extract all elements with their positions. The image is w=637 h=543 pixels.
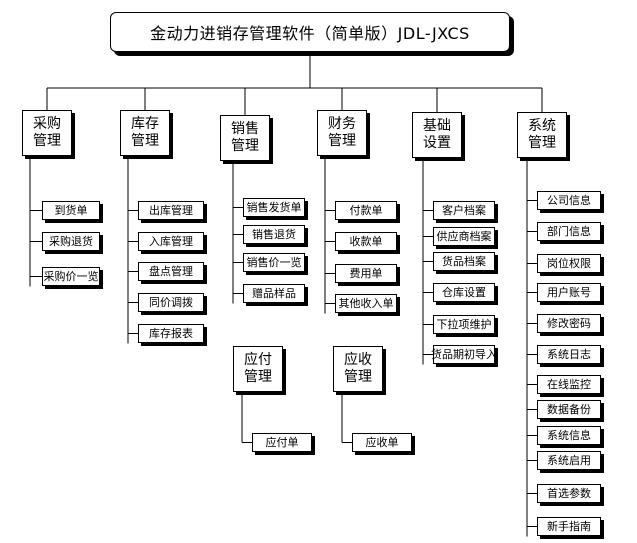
module-purchase: 采购管理 bbox=[22, 110, 72, 156]
item-label: 销售发货单 bbox=[246, 201, 302, 214]
module-label: 库存管理 bbox=[131, 116, 159, 149]
item-sales-1: 销售退货 bbox=[243, 225, 305, 244]
item-label: 应收单 bbox=[365, 436, 399, 449]
item-label: 盘点管理 bbox=[149, 265, 193, 278]
item-label: 系统日志 bbox=[547, 348, 591, 361]
item-label: 货品档案 bbox=[442, 255, 486, 268]
module-receivable: 应收管理 bbox=[333, 346, 383, 392]
item-inventory-0: 出库管理 bbox=[138, 201, 204, 220]
module-label: 应收管理 bbox=[344, 352, 372, 385]
item-label: 销售价一览 bbox=[246, 256, 302, 269]
item-basic-5: 货品期初导入 bbox=[431, 345, 497, 364]
item-finance-0: 付款单 bbox=[335, 201, 397, 220]
module-finance: 财务管理 bbox=[317, 110, 367, 156]
item-inventory-4: 库存报表 bbox=[138, 324, 204, 343]
item-system-0: 公司信息 bbox=[537, 191, 601, 210]
item-system-11: 新手指南 bbox=[537, 517, 601, 536]
item-basic-3: 仓库设置 bbox=[433, 283, 495, 302]
item-system-1: 部门信息 bbox=[537, 222, 601, 241]
module-label: 系统管理 bbox=[528, 118, 556, 151]
module-label: 应付管理 bbox=[244, 352, 272, 385]
item-system-4: 修改密码 bbox=[537, 314, 601, 333]
item-inventory-3: 同价调拨 bbox=[138, 293, 204, 312]
module-sales: 销售管理 bbox=[220, 115, 270, 161]
title-text: 金动力进销存管理软件（简单版）JDL-JXCS bbox=[150, 24, 470, 43]
item-label: 付款单 bbox=[349, 204, 383, 217]
module-label: 采购管理 bbox=[33, 116, 61, 149]
item-purchase-0: 到货单 bbox=[42, 201, 100, 220]
item-system-5: 系统日志 bbox=[537, 345, 601, 364]
item-label: 入库管理 bbox=[149, 235, 193, 248]
item-system-9: 系统启用 bbox=[537, 451, 601, 470]
item-purchase-1: 采购退货 bbox=[42, 232, 100, 251]
item-sales-3: 赠品样品 bbox=[243, 284, 305, 303]
item-label: 下拉项维护 bbox=[436, 318, 492, 331]
item-label: 仓库设置 bbox=[442, 286, 486, 299]
item-label: 修改密码 bbox=[547, 317, 591, 330]
item-payable-0: 应付单 bbox=[252, 433, 312, 452]
module-payable: 应付管理 bbox=[233, 346, 283, 392]
item-label: 收款单 bbox=[349, 235, 383, 248]
item-label: 岗位权限 bbox=[547, 257, 591, 270]
item-label: 费用单 bbox=[349, 267, 383, 280]
item-label: 系统信息 bbox=[547, 429, 591, 442]
item-label: 其他收入单 bbox=[338, 297, 394, 310]
item-label: 销售退货 bbox=[252, 228, 296, 241]
item-label: 公司信息 bbox=[547, 194, 591, 207]
item-label: 供应商档案 bbox=[436, 230, 492, 243]
item-label: 出库管理 bbox=[149, 204, 193, 217]
item-system-8: 系统信息 bbox=[537, 426, 601, 445]
item-system-2: 岗位权限 bbox=[537, 254, 601, 273]
module-label: 销售管理 bbox=[231, 121, 259, 154]
item-purchase-2: 采购价一览 bbox=[42, 267, 100, 286]
item-finance-1: 收款单 bbox=[335, 232, 397, 251]
item-label: 系统启用 bbox=[547, 454, 591, 467]
item-label: 采购退货 bbox=[49, 235, 93, 248]
item-inventory-1: 入库管理 bbox=[138, 232, 204, 251]
module-label: 基础设置 bbox=[423, 118, 451, 151]
item-label: 在线监控 bbox=[547, 378, 591, 391]
item-finance-2: 费用单 bbox=[335, 264, 397, 283]
item-system-6: 在线监控 bbox=[537, 375, 601, 394]
item-basic-0: 客户档案 bbox=[433, 201, 495, 220]
item-sales-2: 销售价一览 bbox=[243, 253, 305, 272]
item-system-7: 数据备份 bbox=[537, 400, 601, 419]
item-label: 部门信息 bbox=[547, 225, 591, 238]
item-finance-3: 其他收入单 bbox=[335, 294, 397, 313]
item-receivable-0: 应收单 bbox=[352, 433, 412, 452]
item-label: 用户账号 bbox=[547, 286, 591, 299]
item-inventory-2: 盘点管理 bbox=[138, 262, 204, 281]
item-sales-0: 销售发货单 bbox=[243, 198, 305, 217]
item-label: 应付单 bbox=[265, 436, 299, 449]
item-label: 新手指南 bbox=[547, 520, 591, 533]
item-label: 客户档案 bbox=[442, 204, 486, 217]
module-system: 系统管理 bbox=[517, 112, 567, 158]
item-label: 数据备份 bbox=[547, 403, 591, 416]
item-basic-4: 下拉项维护 bbox=[433, 315, 495, 334]
module-label: 财务管理 bbox=[328, 116, 356, 149]
item-label: 库存报表 bbox=[149, 327, 193, 340]
item-system-3: 用户账号 bbox=[537, 283, 601, 302]
item-label: 采购价一览 bbox=[43, 270, 99, 283]
module-basic: 基础设置 bbox=[412, 112, 462, 158]
item-label: 货品期初导入 bbox=[431, 348, 497, 361]
item-system-10: 首选参数 bbox=[537, 484, 601, 503]
title-box: 金动力进销存管理软件（简单版）JDL-JXCS bbox=[110, 12, 510, 52]
item-basic-2: 货品档案 bbox=[433, 252, 495, 271]
item-label: 赠品样品 bbox=[252, 287, 296, 300]
item-label: 首选参数 bbox=[547, 487, 591, 500]
item-label: 到货单 bbox=[54, 204, 88, 217]
module-inventory: 库存管理 bbox=[120, 110, 170, 156]
item-label: 同价调拨 bbox=[149, 296, 193, 309]
item-basic-1: 供应商档案 bbox=[433, 227, 495, 246]
